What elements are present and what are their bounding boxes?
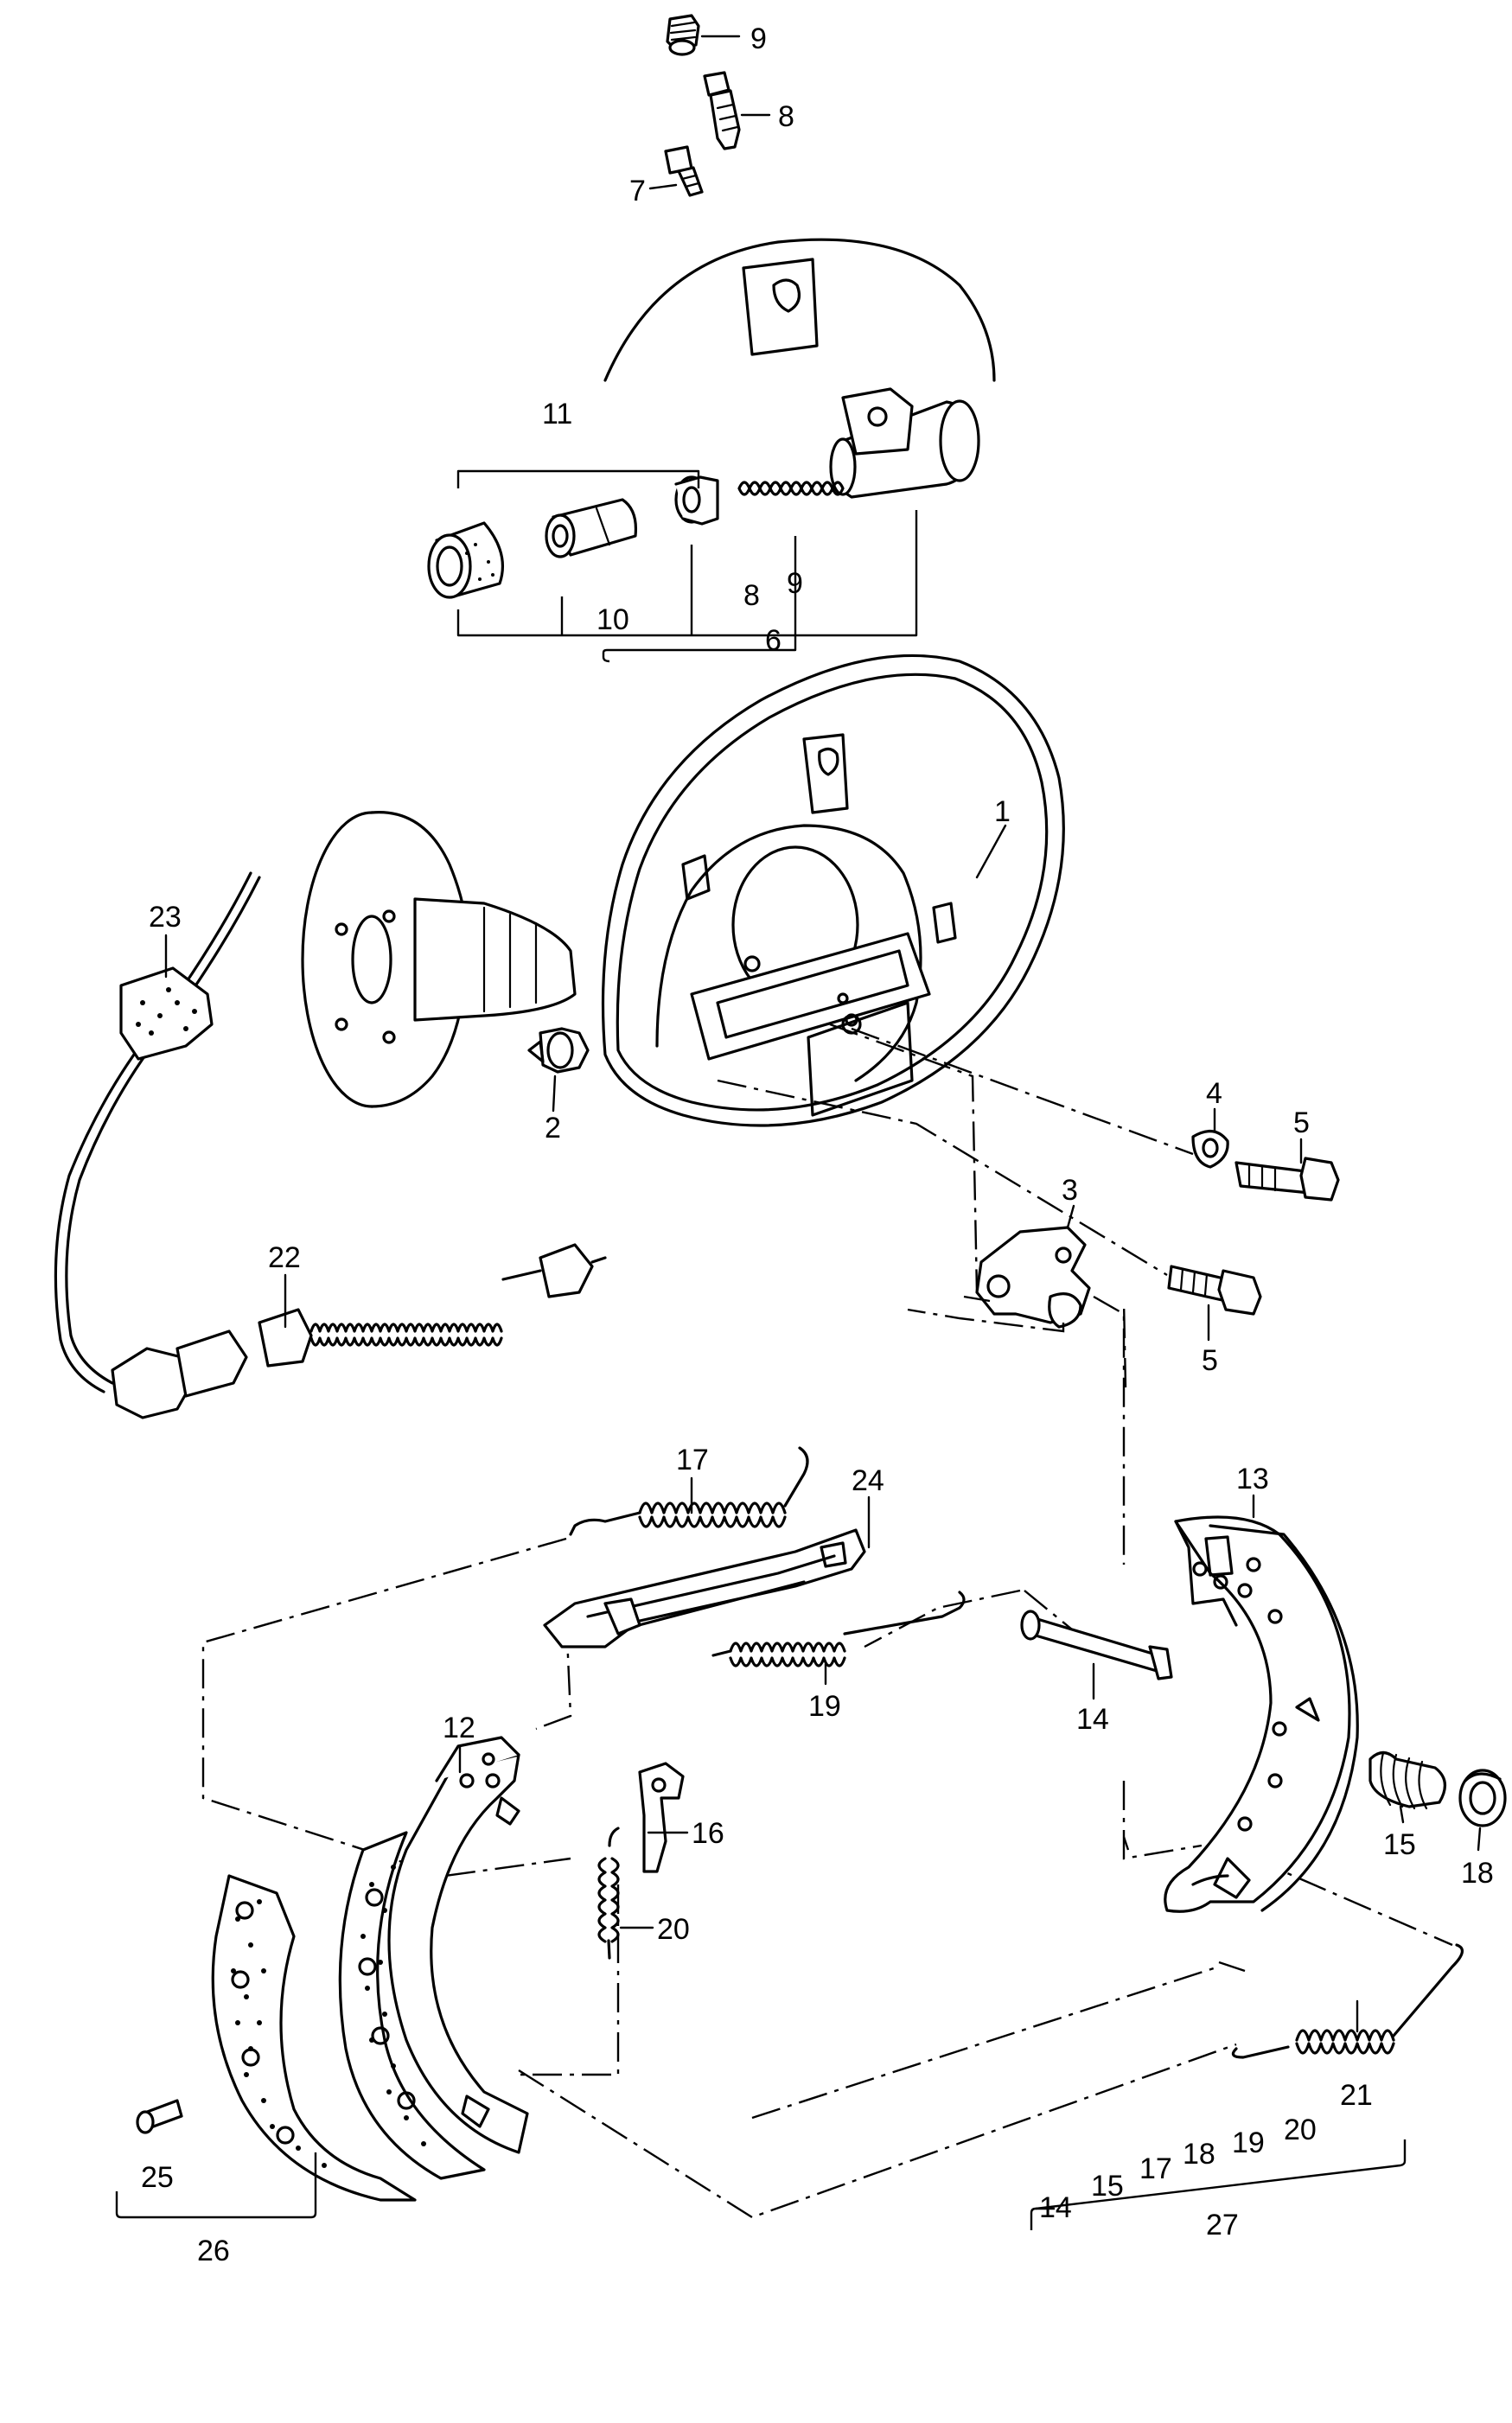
label-23: 23	[149, 901, 182, 934]
kit-label-17: 17	[1139, 2152, 1172, 2185]
rivet-part-25	[136, 2099, 183, 2134]
leader-lines	[164, 35, 1482, 2033]
label-20: 20	[657, 1913, 690, 1946]
label-1: 1	[994, 795, 1011, 828]
bleeder-valve-part-8	[703, 71, 741, 150]
bracket-plate-part-3	[975, 1226, 1091, 1329]
spring-part-20	[597, 1827, 620, 1960]
label-5-lower: 5	[1202, 1344, 1218, 1377]
brake-lining-part-26	[211, 1874, 417, 2202]
label-5-upper: 5	[1293, 1106, 1310, 1139]
wheel-hub	[301, 811, 577, 1108]
label-4: 4	[1206, 1077, 1222, 1110]
label-18: 18	[1461, 1857, 1494, 1890]
bleeder-screw-part-7	[664, 145, 704, 197]
grease-cap-part-2	[527, 1027, 590, 1074]
wheel-cylinder-housing-part-6	[829, 387, 980, 499]
label-6: 6	[765, 624, 782, 657]
assembly-lines	[201, 1023, 1453, 2219]
brake-shoe-part-13	[1164, 1515, 1359, 1913]
label-2: 2	[545, 1112, 561, 1145]
label-11: 11	[542, 398, 572, 430]
label-26: 26	[197, 2235, 230, 2267]
label-15: 15	[1383, 1828, 1416, 1861]
kit-label-14: 14	[1039, 2191, 1072, 2224]
kit-label-19: 19	[1232, 2127, 1265, 2159]
parking-brake-cable-part-22	[54, 871, 607, 1419]
bolt-part-5-lower	[1167, 1265, 1262, 1316]
label-12: 12	[443, 1712, 475, 1744]
cup-washer-part-18	[1458, 1769, 1507, 1827]
lower-spring-part-19	[711, 1591, 966, 1667]
label-27: 27	[1206, 2209, 1239, 2241]
spring-part-15	[1368, 1750, 1446, 1810]
kit-label-15: 15	[1091, 2170, 1124, 2203]
backing-plate-arc	[603, 238, 996, 382]
label-8-cylinder: 8	[743, 579, 760, 612]
label-3: 3	[1062, 1174, 1078, 1207]
label-24: 24	[852, 1464, 884, 1497]
brackets-wheel-cylinder	[456, 469, 918, 663]
label-8-top: 8	[778, 100, 794, 133]
cylinder-cup-part-8	[674, 475, 719, 526]
label-13: 13	[1236, 1463, 1269, 1495]
dust-boot-part-11	[427, 521, 504, 599]
label-7: 7	[629, 175, 646, 207]
label-10: 10	[597, 603, 629, 636]
kit-label-18: 18	[1183, 2138, 1215, 2171]
part-number-labels: 9 8 7 11 10 8 9 6 1 23 2 4 5 3 22 5 17 2…	[141, 22, 1494, 2267]
kit-brackets	[115, 2139, 1407, 2230]
label-21: 21	[1340, 2079, 1373, 2112]
lower-return-spring-part-21	[1231, 1943, 1464, 2059]
pin-part-14	[1020, 1610, 1173, 1680]
label-17: 17	[676, 1444, 709, 1476]
cylinder-spring-part-9	[737, 481, 845, 496]
label-22: 22	[268, 1241, 301, 1274]
label-25: 25	[141, 2161, 174, 2194]
upper-return-spring-part-17	[569, 1446, 809, 1536]
washer-part-4	[1191, 1130, 1229, 1169]
brake-shoe-part-12	[338, 1736, 529, 2180]
label-9-top: 9	[750, 22, 767, 55]
label-9-cylinder: 9	[787, 567, 803, 600]
cylinder-piston-part-10	[545, 498, 638, 558]
label-14: 14	[1076, 1703, 1109, 1736]
cable-grommet-part-23	[119, 966, 214, 1061]
strut-part-16	[638, 1762, 685, 1873]
kit-label-20: 20	[1284, 2114, 1317, 2146]
bleeder-cap-part-9	[666, 14, 700, 56]
label-16: 16	[692, 1817, 724, 1850]
backing-plate-part-1	[601, 654, 1065, 1127]
label-19: 19	[808, 1690, 841, 1723]
adjuster-lever-part-24	[543, 1528, 866, 1648]
bolt-part-5-upper	[1234, 1157, 1340, 1202]
